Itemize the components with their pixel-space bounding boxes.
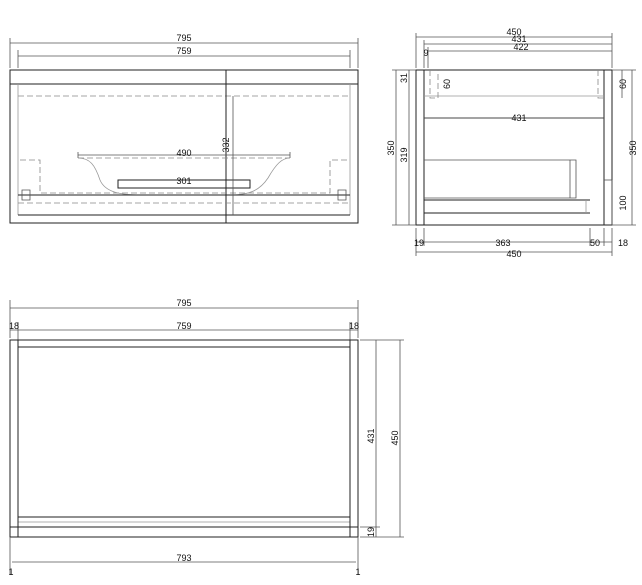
- side-depth-inner-label: 422: [513, 42, 528, 52]
- side-top-gap-label: 31: [399, 73, 409, 83]
- plan-overall-width-label: 795: [176, 298, 191, 308]
- cabinet-front-outline: [9, 69, 359, 224]
- side-plinth-height-label: 100: [618, 195, 628, 210]
- front-view: 795 759 490 301 332: [9, 33, 359, 224]
- front-overall-width-label: 795: [176, 33, 191, 43]
- plan-inner-depth-label: 431: [366, 428, 376, 443]
- side-right-notch-label: 60: [618, 79, 628, 89]
- plan-front-thickness-label: 19: [366, 527, 376, 537]
- front-height-label: 332: [221, 137, 231, 152]
- plan-side-right-label: 18: [349, 321, 359, 331]
- front-inner-width-label: 759: [176, 46, 191, 56]
- drawer-outline: [117, 179, 251, 189]
- plan-side-left-label: 18: [9, 321, 19, 331]
- basin-width-label: 490: [176, 148, 191, 158]
- plan-view: 795 759 18 18 431 19 450 793 1 1: [8, 298, 404, 577]
- side-depth-mid-label: 431: [511, 34, 526, 44]
- plan-bottom-width-label: 793: [176, 553, 191, 563]
- plan-bottom-left-label: 1: [8, 567, 13, 577]
- plan-inner-width-label: 759: [176, 321, 191, 331]
- side-shelf-depth-label: 431: [511, 113, 526, 123]
- side-depth-top-label: 450: [506, 27, 521, 37]
- side-view: 450 431 422 9 431 100 350: [386, 27, 638, 259]
- drawer-width-label: 301: [176, 176, 191, 186]
- side-bottom-right-b-label: 18: [618, 238, 628, 248]
- plan-overall-depth-label: 450: [390, 430, 400, 445]
- side-inner-height-label: 319: [399, 147, 409, 162]
- side-height-left-label: 350: [386, 140, 396, 155]
- cabinet-side-outline: [415, 69, 613, 226]
- cabinet-plan-outline: [9, 339, 359, 538]
- side-bottom-right-a-label: 50: [590, 238, 600, 248]
- side-small-left-label: 9: [423, 48, 428, 58]
- side-bottom-total-label: 450: [506, 249, 521, 259]
- side-bottom-left-label: 19: [414, 238, 424, 248]
- side-height-right-label: 350: [628, 140, 638, 155]
- side-left-notch-label: 60: [442, 79, 452, 89]
- side-bottom-mid-label: 363: [495, 238, 510, 248]
- plan-bottom-right-label: 1: [355, 567, 360, 577]
